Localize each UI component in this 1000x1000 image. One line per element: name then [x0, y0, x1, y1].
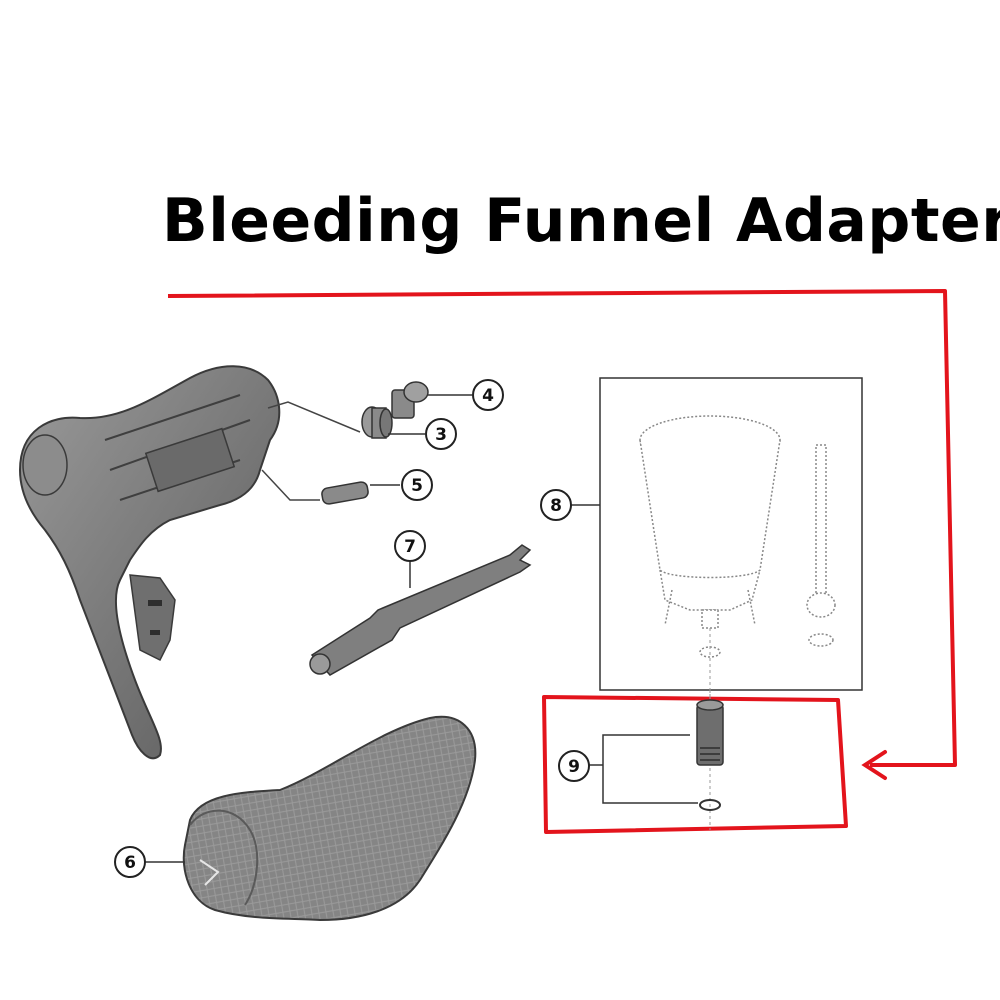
- callout-5: 5: [401, 469, 433, 501]
- funnel-kit-frame: [599, 377, 863, 691]
- callout-label-4: 4: [482, 386, 494, 406]
- callout-label-8: 8: [550, 496, 562, 516]
- callout-9: 9: [558, 750, 590, 782]
- funnel-icon: [639, 415, 836, 700]
- callout-label-5: 5: [411, 476, 423, 496]
- callout-4: 4: [472, 379, 504, 411]
- callout-label-3: 3: [435, 425, 447, 445]
- funnel-adapter-icon: [588, 690, 724, 830]
- callout-label-9: 9: [568, 757, 580, 777]
- highlight-arrow: [167, 289, 957, 780]
- callout-7: 7: [394, 530, 426, 562]
- pin-icon: [321, 481, 400, 505]
- washer-icon: [361, 406, 425, 439]
- callout-8: 8: [540, 489, 572, 521]
- hood-cover-icon: [145, 715, 477, 922]
- leader-lines-lever: [261, 401, 361, 501]
- callout-label-7: 7: [404, 537, 416, 557]
- callout-6: 6: [114, 846, 146, 878]
- page-title: Bleeding Funnel Adapter: [162, 186, 1000, 256]
- callout-label-6: 6: [124, 853, 136, 873]
- brake-lever-icon: [18, 365, 281, 760]
- bleed-block-icon: [309, 544, 532, 676]
- bolt-icon: [391, 381, 472, 419]
- callout-3: 3: [425, 418, 457, 450]
- highlight-box: [542, 695, 848, 834]
